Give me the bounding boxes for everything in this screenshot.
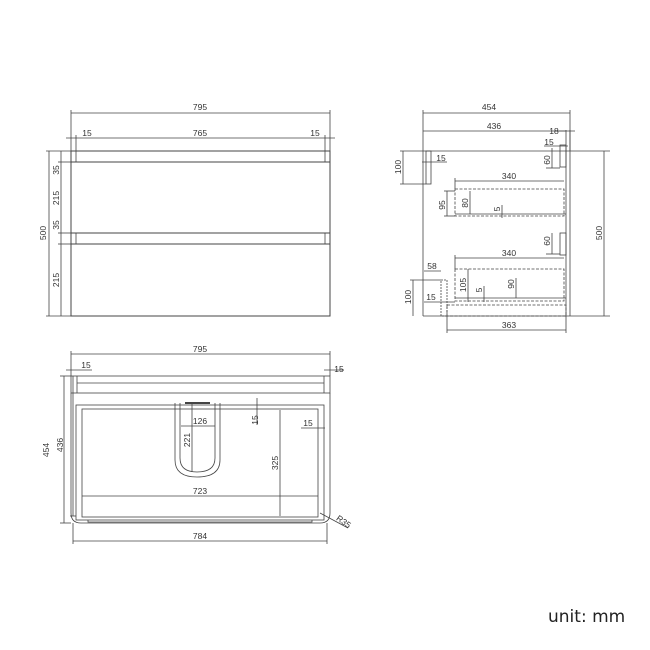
side-upper-drawer-width: 340 xyxy=(502,171,516,181)
top-drawer-depth: 325 xyxy=(270,456,280,470)
front-drawer-top: 215 xyxy=(51,191,61,205)
front-overall-height: 500 xyxy=(38,226,48,240)
side-bottom-depth: 363 xyxy=(502,320,516,330)
top-cutout-width: 126 xyxy=(193,416,207,426)
side-lower-drawer-inner: 90 xyxy=(506,279,516,289)
side-top-handle-height: 100 xyxy=(393,160,403,174)
top-base-width: 784 xyxy=(193,531,207,541)
side-overall-depth: 454 xyxy=(482,102,496,112)
side-lower-drawer-height: 105 xyxy=(458,278,468,292)
side-back-gap: 15 xyxy=(544,137,554,147)
front-view xyxy=(46,110,335,317)
side-back-panel: 18 xyxy=(549,126,559,136)
front-side-left: 15 xyxy=(82,128,92,138)
side-upper-drawer-height: 95 xyxy=(437,200,447,210)
front-mid-rail: 35 xyxy=(51,220,61,230)
top-overall-width: 795 xyxy=(193,344,207,354)
front-overall-width: 795 xyxy=(193,102,207,112)
top-inner-depth: 436 xyxy=(55,438,65,452)
side-top-handle-thickness: 15 xyxy=(436,153,446,163)
front-inner-width: 765 xyxy=(193,128,207,138)
side-inner-depth: 436 xyxy=(487,121,501,131)
side-lower-runner: 60 xyxy=(542,236,552,246)
top-left-side: 15 xyxy=(81,360,91,370)
side-overall-height: 500 xyxy=(594,226,604,240)
side-lower-handle-offset: 58 xyxy=(427,261,437,271)
side-upper-drawer-inner: 80 xyxy=(460,198,470,208)
front-drawer-bottom: 215 xyxy=(51,273,61,287)
top-inner-width: 723 xyxy=(193,486,207,496)
top-corner-radius: R35 xyxy=(334,513,353,530)
side-bottom-handle-thickness: 15 xyxy=(426,292,436,302)
top-side-panel: 15 xyxy=(303,418,313,428)
side-view xyxy=(400,110,610,333)
top-right-side: 15 xyxy=(334,364,344,374)
top-back-panel: 15 xyxy=(250,415,260,425)
top-cutout-depth: 221 xyxy=(182,433,192,447)
side-lower-drawer-base: 5 xyxy=(474,287,484,292)
front-side-right: 15 xyxy=(310,128,320,138)
side-upper-drawer-base: 5 xyxy=(492,206,502,211)
top-view xyxy=(60,351,349,544)
side-upper-runner: 60 xyxy=(542,155,552,165)
top-overall-depth: 454 xyxy=(41,443,51,457)
side-bottom-handle-height: 100 xyxy=(403,290,413,304)
front-top-rail: 35 xyxy=(51,165,61,175)
side-lower-drawer-width: 340 xyxy=(502,248,516,258)
unit-label: unit: mm xyxy=(548,607,626,627)
